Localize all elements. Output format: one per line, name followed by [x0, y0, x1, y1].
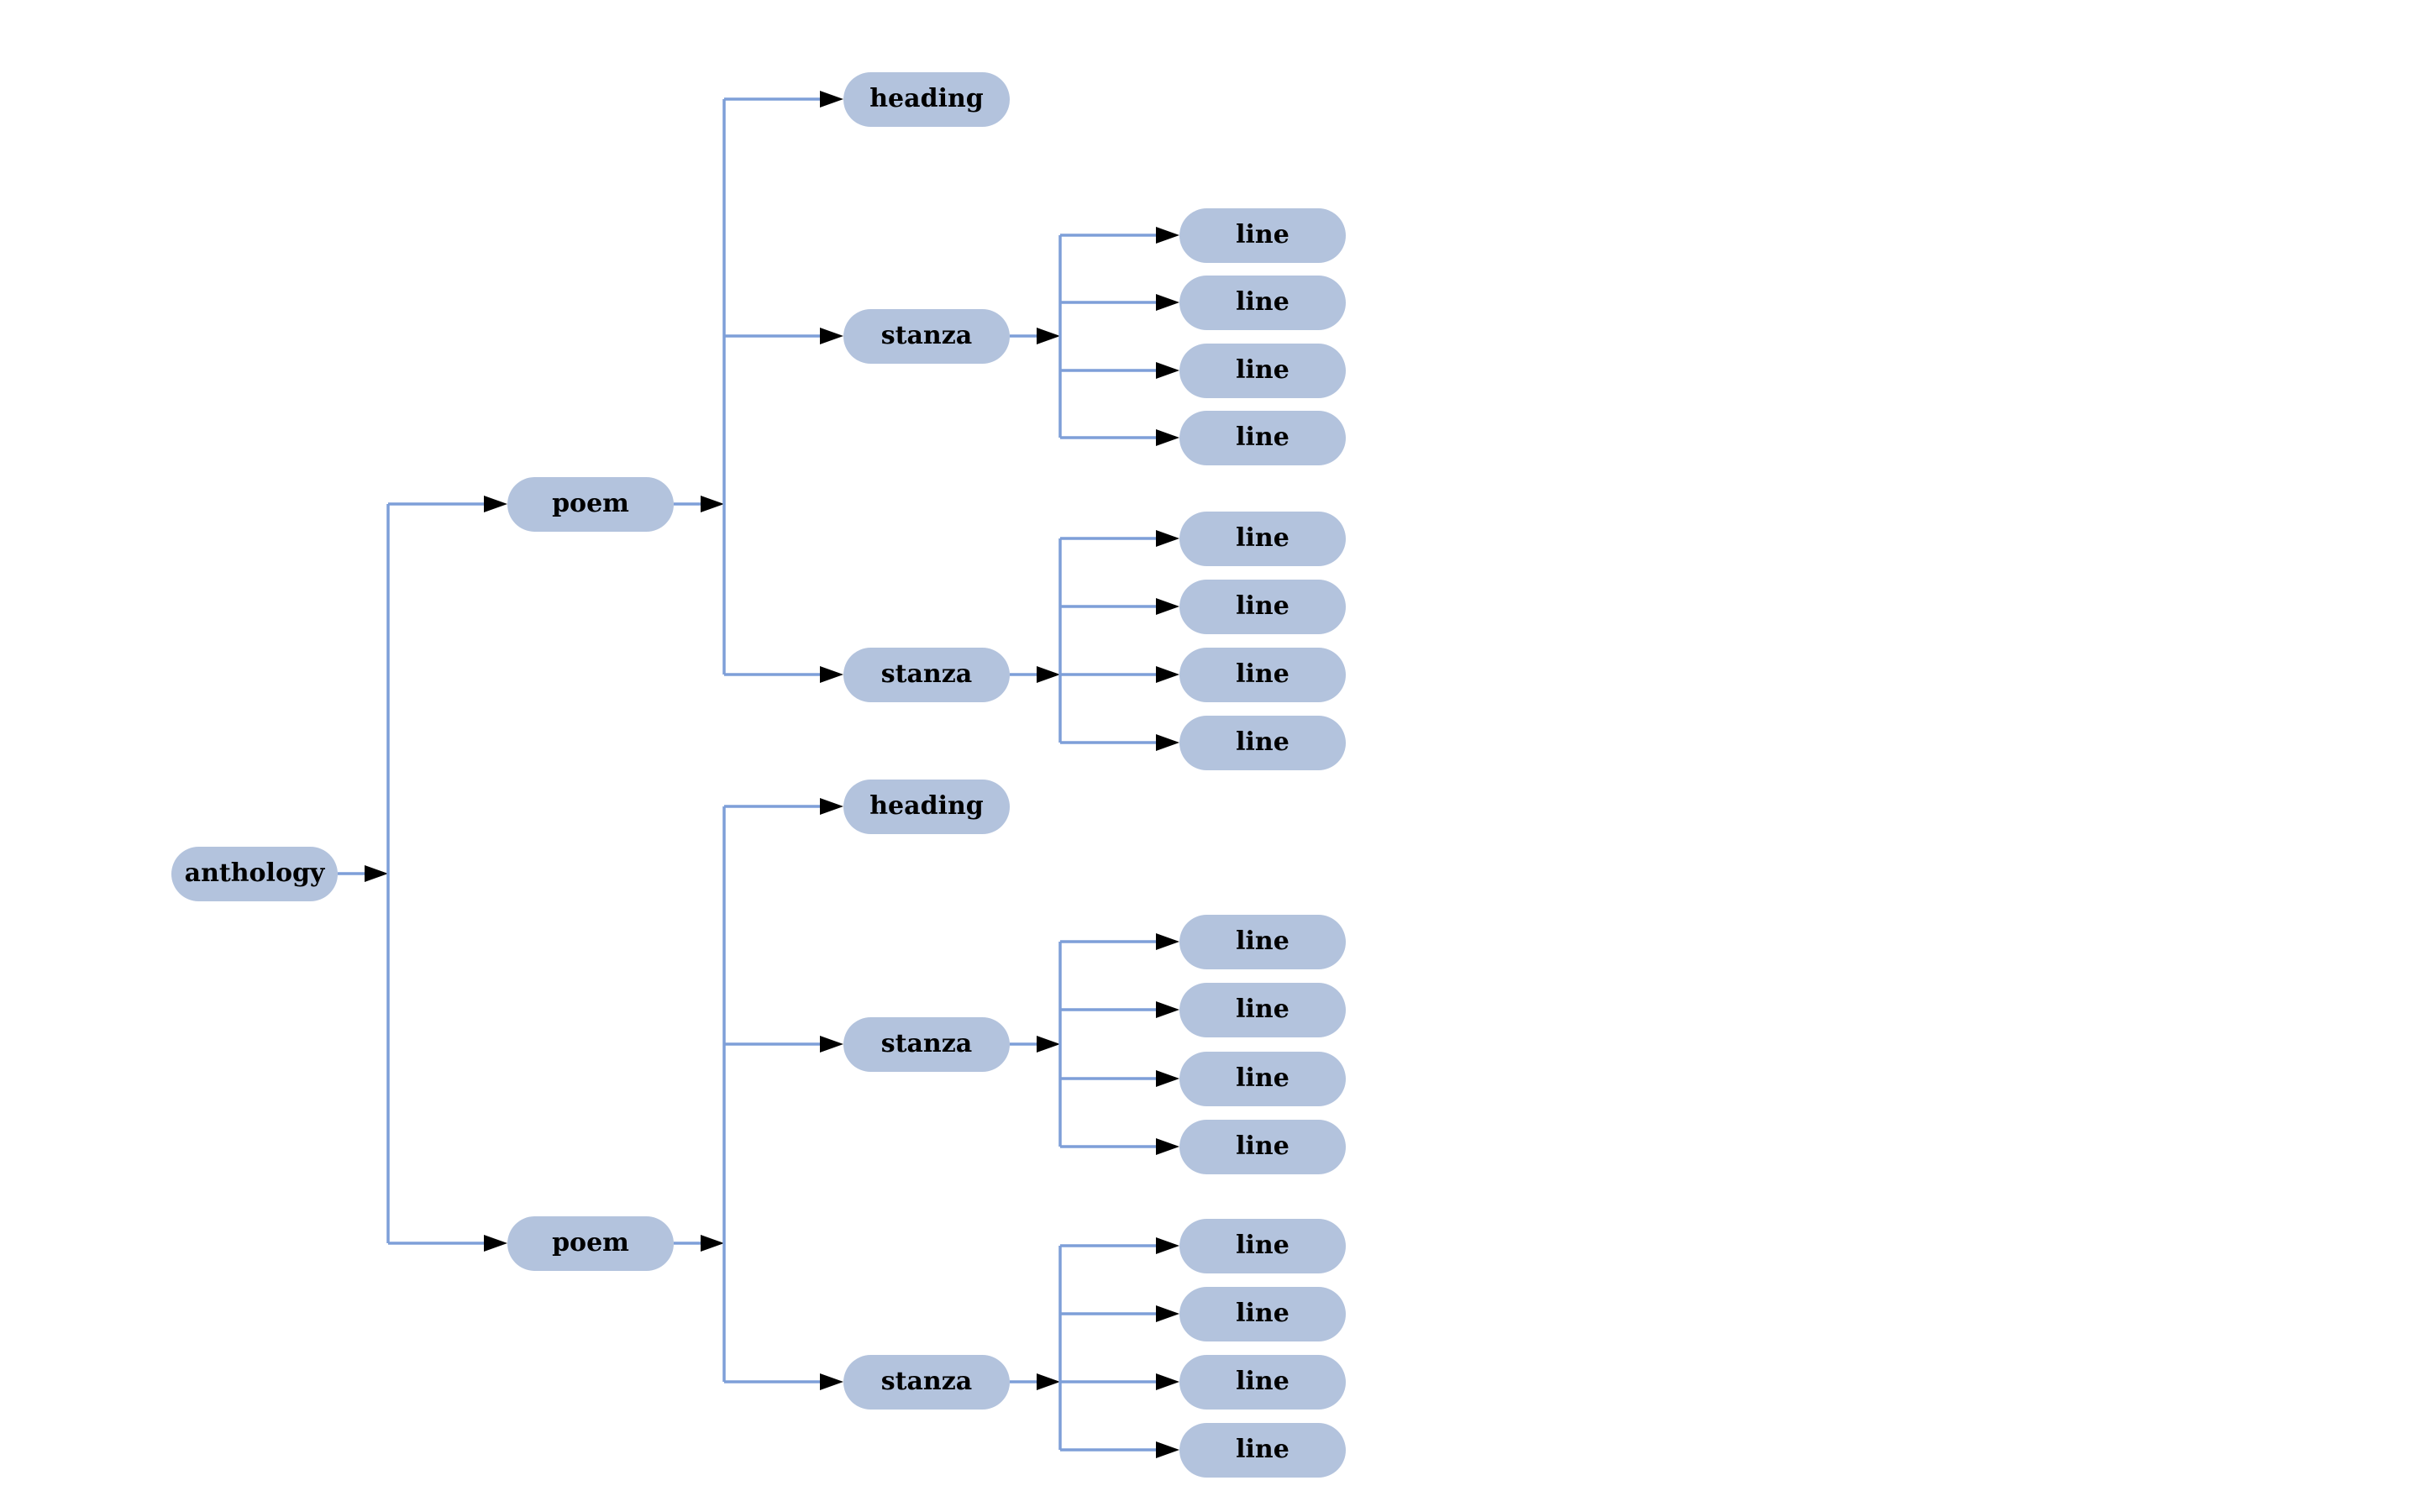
node-stanza-2: stanza: [843, 647, 1010, 702]
arrowhead-icon: [1156, 1138, 1179, 1155]
node-label: poem: [552, 489, 629, 518]
node-label: line: [1236, 995, 1289, 1024]
node-line-5: line: [1179, 511, 1346, 566]
node-heading-2: heading: [843, 779, 1010, 834]
node-label: stanza: [880, 321, 973, 350]
node-label: line: [1236, 220, 1289, 249]
node-line-11: line: [1179, 1051, 1346, 1106]
arrowhead-icon: [1156, 1237, 1179, 1254]
arrowhead-icon: [1156, 1001, 1179, 1018]
arrowhead-icon: [820, 328, 843, 344]
node-label: line: [1236, 1299, 1289, 1328]
node-label: poem: [552, 1228, 629, 1257]
node-line-1: line: [1179, 207, 1346, 263]
node-line-9: line: [1179, 914, 1346, 969]
arrowhead-icon: [484, 496, 507, 512]
arrowhead-icon: [1156, 530, 1179, 547]
node-stanza-3: stanza: [843, 1016, 1010, 1072]
arrowhead-icon: [820, 666, 843, 683]
arrowhead-icon: [1156, 1305, 1179, 1322]
arrowhead-icon: [820, 1036, 843, 1053]
node-anthology: anthology: [171, 846, 338, 901]
node-label: line: [1236, 287, 1289, 317]
node-label: heading: [869, 791, 984, 821]
arrowhead-icon: [1156, 1070, 1179, 1087]
arrowhead-icon: [1156, 227, 1179, 244]
node-label: anthology: [184, 858, 325, 888]
node-line-13: line: [1179, 1218, 1346, 1273]
node-label: heading: [869, 84, 984, 113]
node-label: line: [1236, 523, 1289, 553]
arrowhead-icon: [365, 865, 388, 882]
node-label: line: [1236, 591, 1289, 621]
node-line-10: line: [1179, 982, 1346, 1037]
node-label: line: [1236, 659, 1289, 689]
node-label: line: [1236, 1063, 1289, 1093]
node-line-16: line: [1179, 1422, 1346, 1478]
node-heading-1: heading: [843, 71, 1010, 127]
node-line-15: line: [1179, 1354, 1346, 1410]
node-label: line: [1236, 1131, 1289, 1161]
arrowhead-icon: [701, 1235, 724, 1252]
arrowhead-icon: [1156, 666, 1179, 683]
node-label: stanza: [880, 1029, 973, 1058]
node-poem-1: poem: [507, 476, 674, 532]
node-label: line: [1236, 727, 1289, 757]
arrowhead-icon: [820, 91, 843, 108]
arrowhead-icon: [484, 1235, 507, 1252]
node-label: line: [1236, 355, 1289, 385]
node-line-14: line: [1179, 1286, 1346, 1341]
node-label: line: [1236, 1367, 1289, 1396]
arrowhead-icon: [1156, 294, 1179, 311]
arrowhead-icon: [1156, 598, 1179, 615]
node-label: line: [1236, 927, 1289, 956]
arrowhead-icon: [1037, 666, 1060, 683]
arrowhead-icon: [1156, 429, 1179, 446]
node-line-6: line: [1179, 579, 1346, 634]
node-stanza-4: stanza: [843, 1354, 1010, 1410]
arrowhead-icon: [1156, 734, 1179, 751]
node-label: stanza: [880, 659, 973, 689]
arrowhead-icon: [701, 496, 724, 512]
node-stanza-1: stanza: [843, 308, 1010, 364]
arrowhead-icon: [1037, 1036, 1060, 1053]
arrowhead-icon: [1037, 328, 1060, 344]
arrowhead-icon: [1156, 1441, 1179, 1458]
node-label: line: [1236, 1231, 1289, 1260]
node-line-8: line: [1179, 715, 1346, 770]
arrowhead-icon: [1037, 1373, 1060, 1390]
node-line-12: line: [1179, 1119, 1346, 1174]
node-line-2: line: [1179, 275, 1346, 330]
node-label: line: [1236, 423, 1289, 452]
node-label: line: [1236, 1435, 1289, 1464]
arrowhead-icon: [820, 1373, 843, 1390]
arrowhead-icon: [1156, 933, 1179, 950]
arrowhead-icon: [1156, 1373, 1179, 1390]
arrowhead-icon: [820, 798, 843, 815]
node-poem-2: poem: [507, 1215, 674, 1271]
node-line-4: line: [1179, 410, 1346, 465]
node-label: stanza: [880, 1367, 973, 1396]
node-line-7: line: [1179, 647, 1346, 702]
node-line-3: line: [1179, 343, 1346, 398]
arrowhead-icon: [1156, 362, 1179, 379]
